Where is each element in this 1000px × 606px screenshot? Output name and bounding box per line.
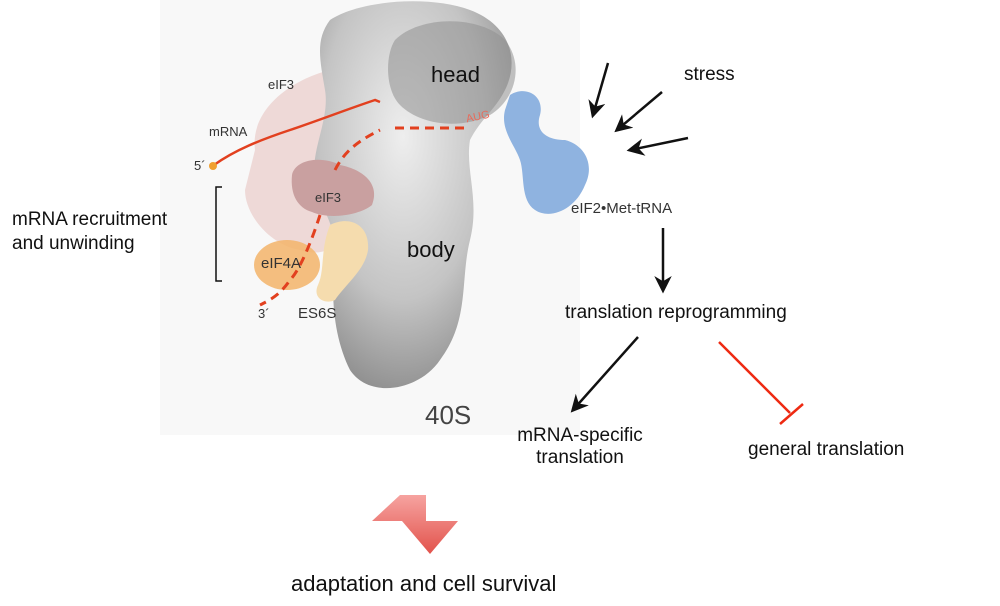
translation-reprogramming-label: translation reprogramming xyxy=(565,302,787,323)
eif2-label: eIF2•Met-tRNA xyxy=(571,200,673,217)
specific-arrow xyxy=(570,336,639,413)
ribosome-head xyxy=(388,21,516,124)
es6s-label: ES6S xyxy=(298,305,337,322)
mrna-label: mRNA xyxy=(209,124,248,139)
mrna-specific-translation-label: mRNA-specific translation xyxy=(505,425,655,469)
head-label: head xyxy=(431,62,480,87)
outcome-arrow xyxy=(372,495,458,554)
mrna-specific-line1: mRNA-specific xyxy=(517,425,643,446)
inhibition-bar xyxy=(779,403,804,425)
stress-arrow-2 xyxy=(614,91,663,133)
mrna-recruitment-label: mRNA recruitment and unwinding xyxy=(12,208,167,256)
eif4a-ellipse xyxy=(254,240,320,290)
stress-arrow-1 xyxy=(588,62,610,119)
inhibition-line xyxy=(718,341,791,414)
mrna-recruitment-line2: and unwinding xyxy=(12,233,135,254)
general-translation-label: general translation xyxy=(748,439,905,460)
five-prime-label: 5´ xyxy=(194,158,206,173)
stress-arrow-3 xyxy=(626,136,689,156)
eif4a-label: eIF4A xyxy=(261,255,302,272)
outcome-label: adaptation and cell survival xyxy=(291,571,557,596)
three-prime-label: 3´ xyxy=(258,306,270,321)
eif2-density xyxy=(503,91,589,214)
bracket xyxy=(215,186,222,282)
es6s-density xyxy=(316,221,369,302)
mrna-dashed xyxy=(259,126,465,307)
eif3-core xyxy=(291,159,375,216)
five-prime-cap xyxy=(209,162,217,170)
mrna-recruitment-line1: mRNA recruitment xyxy=(12,209,168,230)
body-label: body xyxy=(407,237,455,262)
mrna-strand xyxy=(213,98,381,167)
stress-label: stress xyxy=(684,64,735,85)
ribosome-40s-label: 40S xyxy=(425,400,472,430)
eif3-inner-label: eIF3 xyxy=(315,190,342,205)
eif3-top-label: eIF3 xyxy=(268,77,295,92)
mrna-specific-line2: translation xyxy=(536,447,624,468)
